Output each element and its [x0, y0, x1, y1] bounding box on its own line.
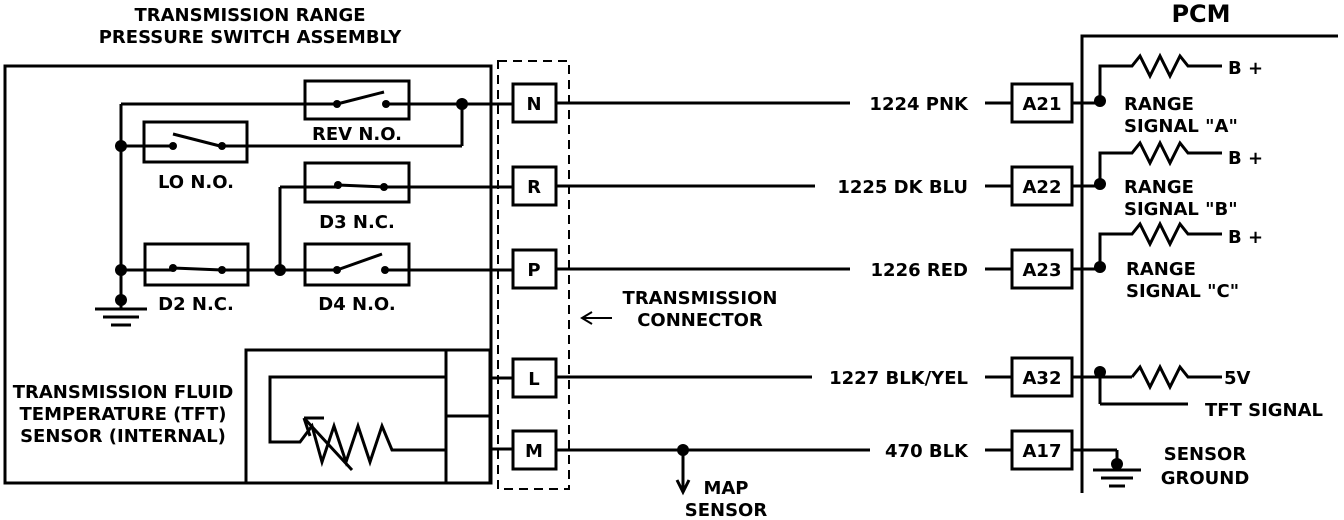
pcm-boundary — [1080, 34, 1338, 493]
tft-label-line3: SENSOR (INTERNAL) — [20, 426, 226, 447]
map-label-line2: SENSOR — [685, 500, 768, 520]
pcm-pin-a22: A22 — [1010, 165, 1074, 207]
wire-label-1227: 1227 BLK/YEL — [829, 368, 968, 389]
tft-signal-label: TFT SIGNAL — [1205, 400, 1323, 421]
wire-label-1226: 1226 RED — [871, 260, 968, 281]
lo-switch-label: LO N.O. — [158, 172, 234, 193]
svg-text:A23: A23 — [1023, 260, 1062, 281]
assembly-ground-icon — [95, 307, 147, 327]
range-signal-c-line1: RANGE — [1126, 259, 1196, 280]
connector-pin-l: L — [511, 357, 558, 399]
connector-pin-m: M — [511, 429, 558, 471]
connector-label-line1: TRANSMISSION — [623, 288, 778, 309]
assembly-title-line2: PRESSURE SWITCH ASSEMBLY — [99, 27, 402, 48]
connector-pointer-arrow — [580, 311, 612, 325]
pullup-resistor-a — [1072, 52, 1222, 107]
d2-switch-box — [143, 242, 250, 287]
map-sensor-arrow — [675, 450, 691, 496]
range-signal-c-line2: SIGNAL "C" — [1126, 281, 1239, 302]
pullup-resistor-b — [1072, 139, 1222, 190]
sensor-ground-icon — [1072, 448, 1141, 488]
lo-switch-box — [142, 120, 249, 164]
sensor-ground-line2: GROUND — [1161, 468, 1250, 489]
tft-pullup-resistor — [1072, 363, 1222, 406]
wire-label-1224: 1224 PNK — [869, 94, 969, 115]
wire-label-1225: 1225 DK BLU — [837, 177, 968, 198]
pcm-title: PCM — [1171, 0, 1230, 28]
tft-label-line2: TEMPERATURE (TFT) — [20, 404, 227, 425]
thermistor-icon — [268, 375, 446, 472]
rev-switch-label: REV N.O. — [312, 124, 402, 145]
sensor-ground-line1: SENSOR — [1164, 444, 1247, 465]
d3-switch-label: D3 N.C. — [319, 212, 395, 233]
svg-text:L: L — [528, 369, 539, 390]
pcm-pin-a32: A32 — [1010, 356, 1074, 398]
range-signal-a-line2: SIGNAL "A" — [1124, 116, 1238, 137]
tft-ref-voltage-label: 5V — [1224, 368, 1251, 389]
pcm-pin-a17: A17 — [1010, 429, 1074, 471]
connector-pin-p: P — [511, 248, 558, 290]
range-signal-b-line2: SIGNAL "B" — [1124, 199, 1238, 220]
range-signal-a-line1: RANGE — [1124, 94, 1194, 115]
svg-text:A17: A17 — [1023, 441, 1062, 462]
assembly-title-line1: TRANSMISSION RANGE — [134, 5, 365, 26]
pullup-resistor-c — [1072, 220, 1222, 273]
transmission-connector-outline — [497, 60, 570, 490]
pcm-pin-a21: A21 — [1010, 82, 1074, 124]
svg-text:A21: A21 — [1023, 94, 1062, 115]
svg-text:P: P — [527, 260, 540, 281]
svg-text:R: R — [527, 177, 541, 198]
bplus-label-a: B + — [1228, 58, 1263, 79]
rev-switch-box — [303, 79, 411, 121]
d2-switch-label: D2 N.C. — [158, 294, 234, 315]
tft-label-line1: TRANSMISSION FLUID — [13, 382, 234, 403]
d4-switch-label: D4 N.O. — [318, 294, 395, 315]
svg-text:N: N — [526, 94, 541, 115]
switch-network — [115, 79, 513, 308]
connector-label-line2: CONNECTOR — [637, 310, 763, 331]
bplus-label-b: B + — [1228, 148, 1263, 169]
connector-pin-r: R — [511, 165, 558, 207]
connector-pin-n: N — [511, 82, 558, 124]
pcm-pin-a23: A23 — [1010, 248, 1074, 290]
range-signal-b-line1: RANGE — [1124, 177, 1194, 198]
bplus-label-c: B + — [1228, 227, 1263, 248]
svg-text:A32: A32 — [1023, 368, 1062, 389]
d4-switch-box — [303, 242, 411, 287]
map-label-line1: MAP — [703, 478, 748, 499]
wire-label-470: 470 BLK — [885, 441, 969, 462]
d3-switch-box — [303, 161, 411, 204]
svg-text:A22: A22 — [1023, 177, 1062, 198]
svg-text:M: M — [525, 441, 543, 462]
